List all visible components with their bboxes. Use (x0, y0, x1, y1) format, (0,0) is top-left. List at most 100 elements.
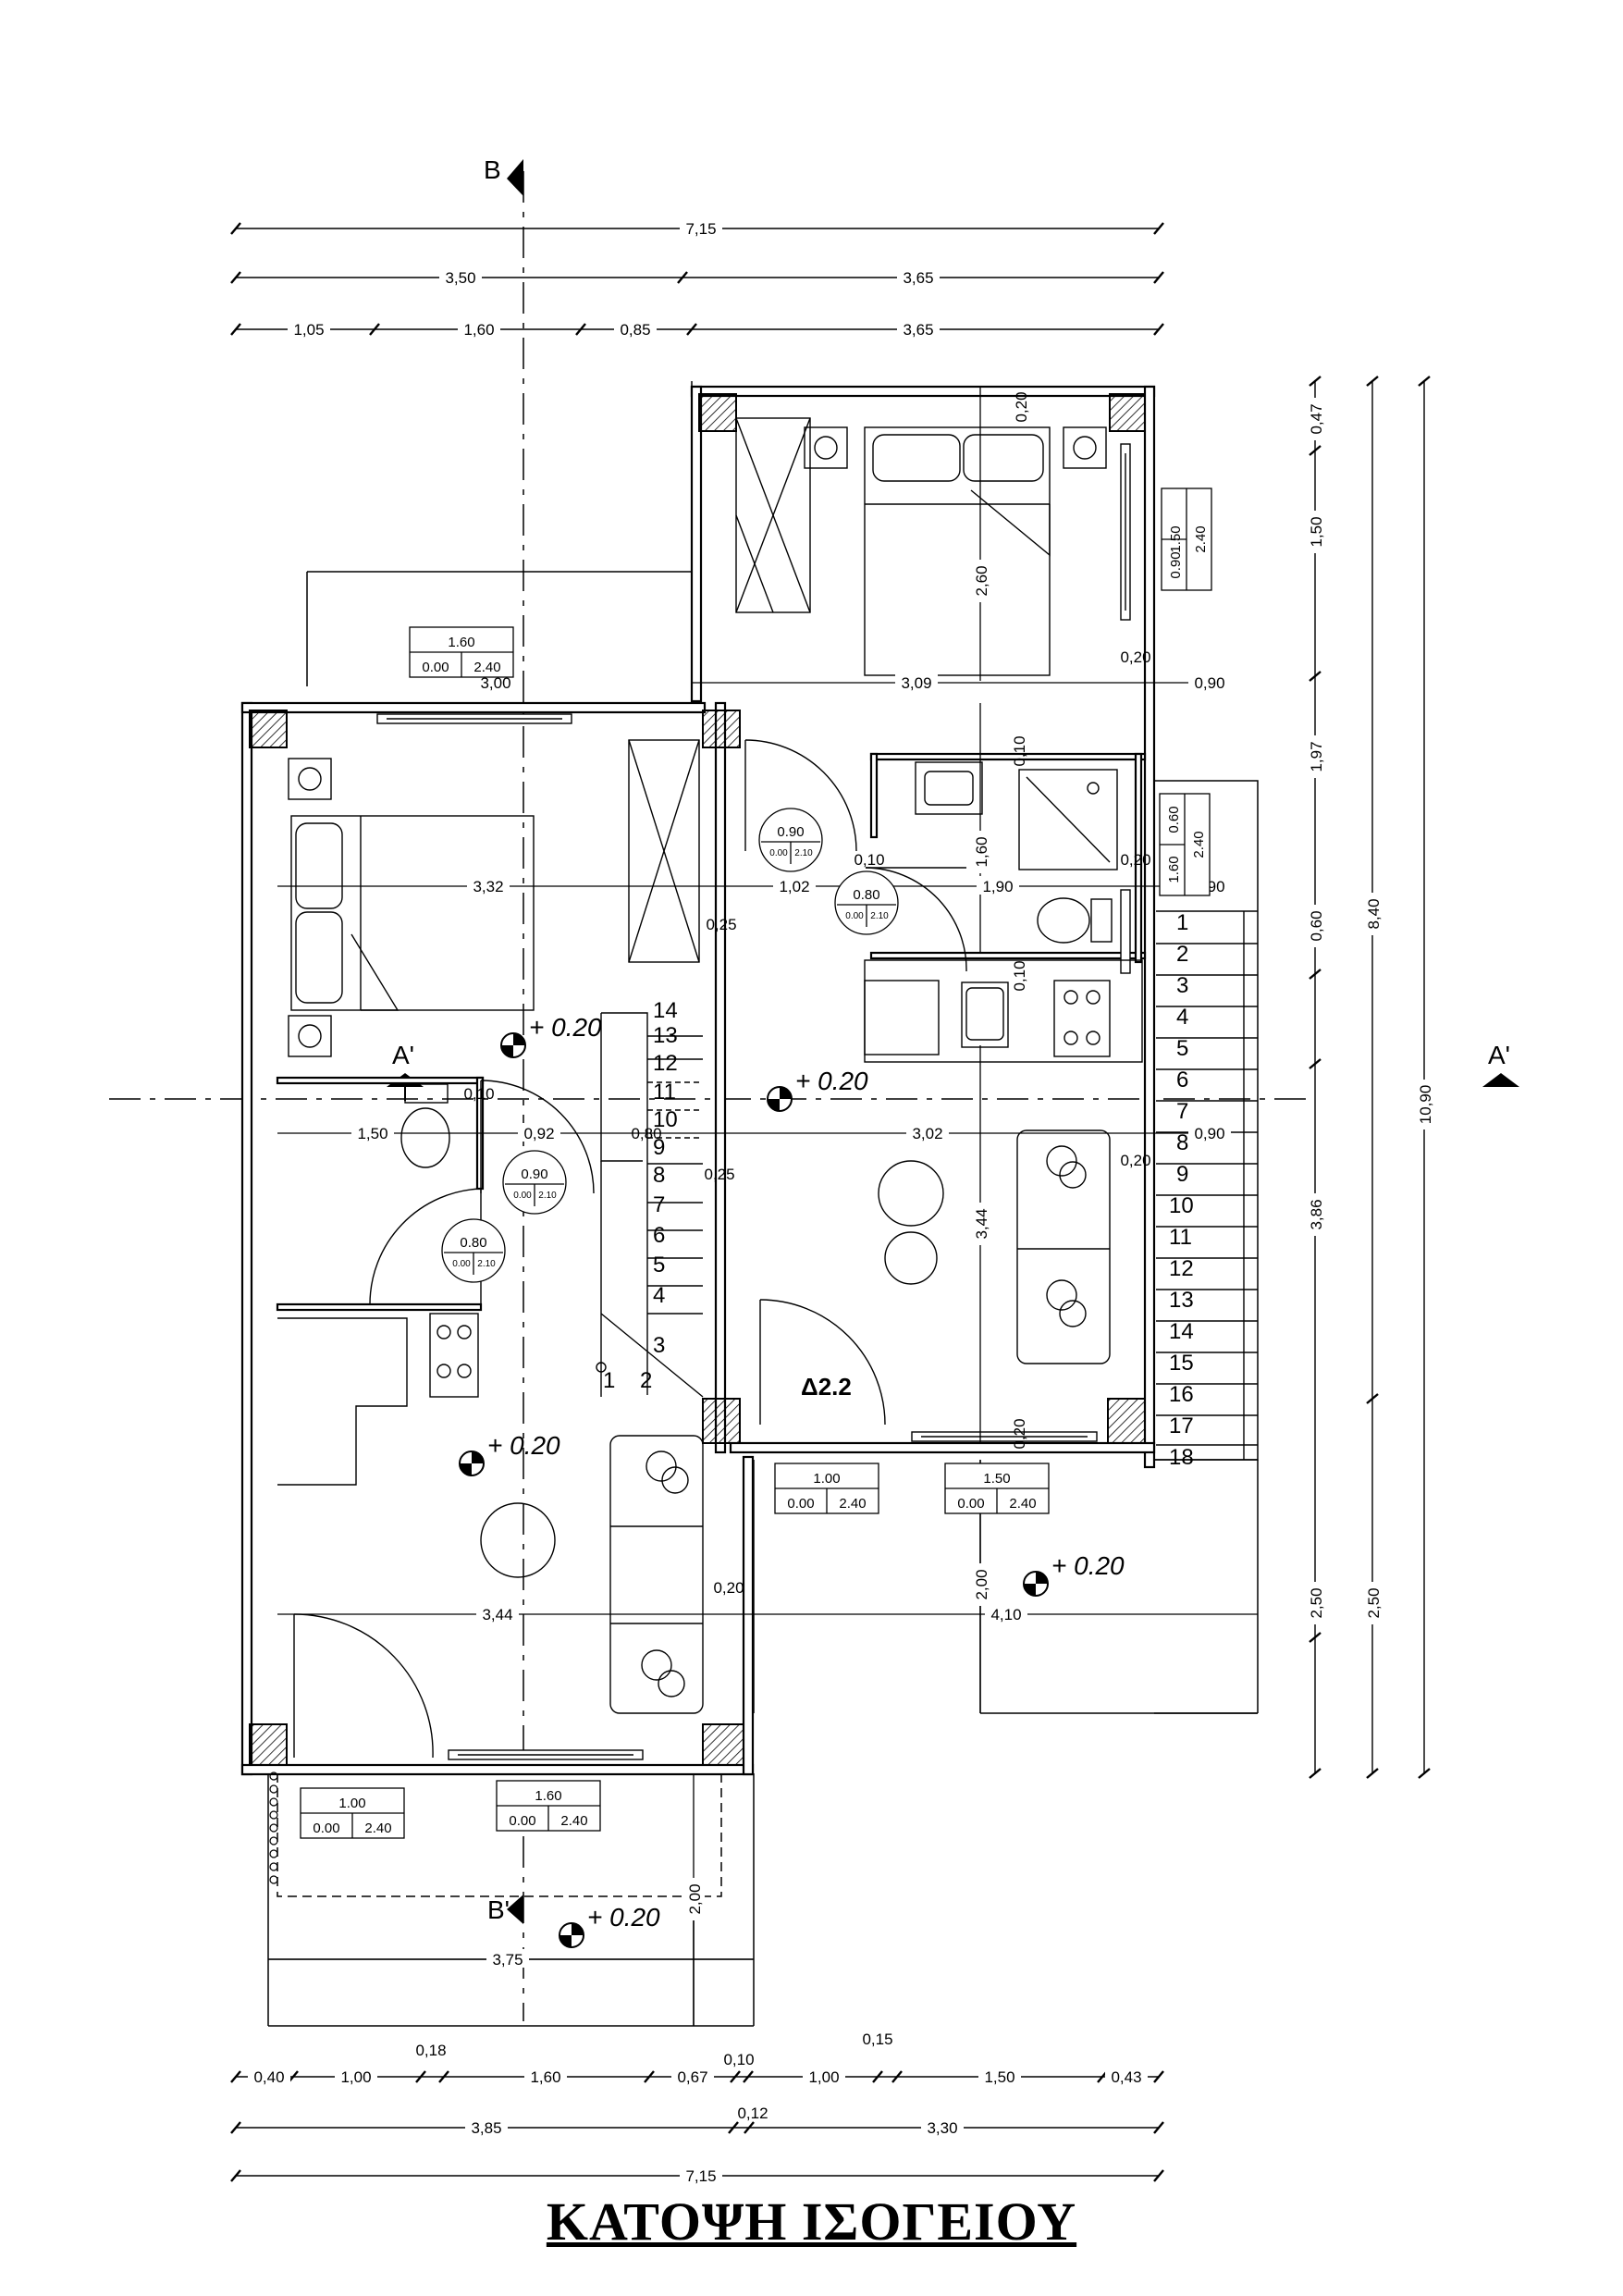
svg-text:0,90: 0,90 (1194, 674, 1224, 692)
svg-text:0.60: 0.60 (1166, 806, 1182, 833)
svg-text:9: 9 (1176, 1162, 1188, 1187)
svg-text:3: 3 (1176, 973, 1188, 998)
svg-text:7: 7 (1176, 1099, 1188, 1124)
svg-text:3,65: 3,65 (903, 321, 933, 339)
svg-text:3,44: 3,44 (482, 1606, 512, 1623)
svg-text:4: 4 (653, 1283, 665, 1308)
section-marker-b-top: B (484, 155, 523, 196)
stair-numbers-right: 1 2 3 4 5 6 7 8 9 10 11 12 13 14 15 16 1… (1169, 910, 1194, 1470)
svg-text:9: 9 (653, 1135, 665, 1160)
bed-top (804, 426, 1107, 676)
svg-text:13: 13 (1169, 1288, 1194, 1313)
svg-text:2,00: 2,00 (973, 1569, 990, 1599)
svg-text:0,15: 0,15 (862, 2031, 892, 2048)
svg-text:3,30: 3,30 (927, 2119, 957, 2137)
svg-text:1: 1 (1176, 910, 1188, 935)
svg-text:0.90: 0.90 (777, 824, 804, 840)
svg-text:15: 15 (1169, 1351, 1194, 1376)
svg-text:0.00: 0.00 (452, 1259, 471, 1269)
bottom-dimension-lines (230, 2070, 1164, 2182)
column-hatches (249, 393, 1146, 1766)
svg-text:1.60: 1.60 (1166, 856, 1182, 883)
planter-dots (269, 1771, 278, 1884)
svg-text:0.00: 0.00 (313, 1821, 339, 1836)
section-marker-b-bottom: B' (487, 1895, 523, 1924)
stair-numbers-left: 14 13 12 11 10 9 8 7 6 5 4 3 1 2 (603, 998, 678, 1393)
svg-text:1.50: 1.50 (1168, 525, 1184, 552)
svg-text:0,90: 0,90 (1194, 1125, 1224, 1142)
svg-text:10,90: 10,90 (1417, 1085, 1434, 1125)
svg-text:4,10: 4,10 (990, 1606, 1021, 1623)
svg-text:12: 12 (653, 1051, 678, 1076)
svg-text:8,40: 8,40 (1365, 898, 1383, 929)
window-label-5: 1.50 0.00 2.40 (944, 1463, 1050, 1514)
svg-text:0.00: 0.00 (787, 1496, 814, 1512)
svg-text:1,50: 1,50 (984, 2068, 1014, 2086)
svg-text:0.00: 0.00 (769, 848, 788, 858)
svg-text:1,00: 1,00 (340, 2068, 371, 2086)
svg-text:1: 1 (603, 1368, 615, 1393)
svg-text:2,60: 2,60 (973, 565, 990, 596)
svg-text:0,10: 0,10 (1011, 735, 1028, 766)
svg-text:2.10: 2.10 (538, 1191, 557, 1201)
svg-text:0.00: 0.00 (422, 660, 449, 675)
svg-text:+ 0.20: + 0.20 (587, 1903, 660, 1932)
svg-text:2: 2 (640, 1368, 652, 1393)
svg-text:3,50: 3,50 (445, 269, 475, 287)
internal-stair (596, 1012, 704, 1398)
svg-text:3: 3 (653, 1333, 665, 1358)
svg-text:+ 0.20: + 0.20 (487, 1431, 560, 1460)
svg-text:1,50: 1,50 (1308, 516, 1325, 547)
svg-text:8: 8 (1176, 1130, 1188, 1155)
svg-text:7,15: 7,15 (685, 2167, 716, 2185)
svg-text:2,00: 2,00 (686, 1883, 704, 1914)
svg-text:0,85: 0,85 (620, 321, 650, 339)
svg-text:6: 6 (653, 1223, 665, 1248)
svg-text:1,60: 1,60 (463, 321, 494, 339)
svg-text:1,00: 1,00 (808, 2068, 839, 2086)
sofa-left (480, 1435, 704, 1714)
window-label-2: 1.50 0.90 2.40 (1161, 488, 1212, 591)
svg-text:3,00: 3,00 (480, 674, 510, 692)
svg-text:1.60: 1.60 (535, 1788, 561, 1804)
interior-dimension-texts: 0,20 2,60 0,20 3,09 0,90 3,00 0,10 1,60 … (351, 391, 1231, 1969)
svg-text:5: 5 (1176, 1036, 1188, 1061)
svg-text:1,05: 1,05 (293, 321, 324, 339)
svg-text:0,25: 0,25 (704, 1166, 734, 1183)
svg-text:1.50: 1.50 (983, 1471, 1010, 1487)
top-dimension-lines (230, 222, 1164, 336)
svg-text:3,86: 3,86 (1308, 1199, 1325, 1229)
door-label-2: 0.80 0.00 2.10 (834, 870, 899, 935)
svg-text:10: 10 (1169, 1193, 1194, 1218)
door-swings (293, 739, 967, 1759)
svg-text:0,92: 0,92 (523, 1125, 554, 1142)
svg-text:16: 16 (1169, 1382, 1194, 1407)
level-mark-2: + 0.20 (767, 1067, 868, 1112)
svg-text:0,12: 0,12 (737, 2105, 768, 2122)
svg-text:18: 18 (1169, 1445, 1194, 1470)
svg-text:0,80: 0,80 (631, 1125, 661, 1142)
svg-text:1,50: 1,50 (357, 1125, 387, 1142)
bathroom-fixtures (400, 761, 1118, 1168)
svg-text:0.00: 0.00 (513, 1191, 532, 1201)
right-dimension-texts: 0,47 1,50 1,97 0,60 3,86 2,50 8,40 2,50 … (1306, 398, 1434, 1624)
door-label-1: 0.90 0.00 2.10 (758, 808, 823, 872)
svg-text:5: 5 (653, 1253, 665, 1278)
wardrobes (628, 417, 811, 963)
svg-text:2.40: 2.40 (1193, 525, 1209, 552)
kitchen-units (277, 959, 1143, 1486)
svg-text:1.00: 1.00 (338, 1796, 365, 1811)
svg-text:1,97: 1,97 (1308, 741, 1325, 772)
svg-text:A': A' (392, 1041, 414, 1069)
svg-text:2.40: 2.40 (839, 1496, 866, 1512)
svg-text:3,85: 3,85 (471, 2119, 501, 2137)
svg-text:0.90: 0.90 (1168, 551, 1184, 578)
page-title: ΚΑΤΟΨΗ ΙΣΟΓΕΙΟΥ (546, 2191, 1077, 2252)
svg-text:B': B' (487, 1895, 510, 1924)
svg-text:0,60: 0,60 (1308, 910, 1325, 941)
svg-text:1,02: 1,02 (779, 878, 809, 895)
svg-text:2.40: 2.40 (364, 1821, 391, 1836)
right-dimension-lines (1309, 376, 1431, 1779)
svg-text:0,40: 0,40 (253, 2068, 284, 2086)
window-label-1: 1.60 0.00 2.40 (409, 626, 514, 678)
